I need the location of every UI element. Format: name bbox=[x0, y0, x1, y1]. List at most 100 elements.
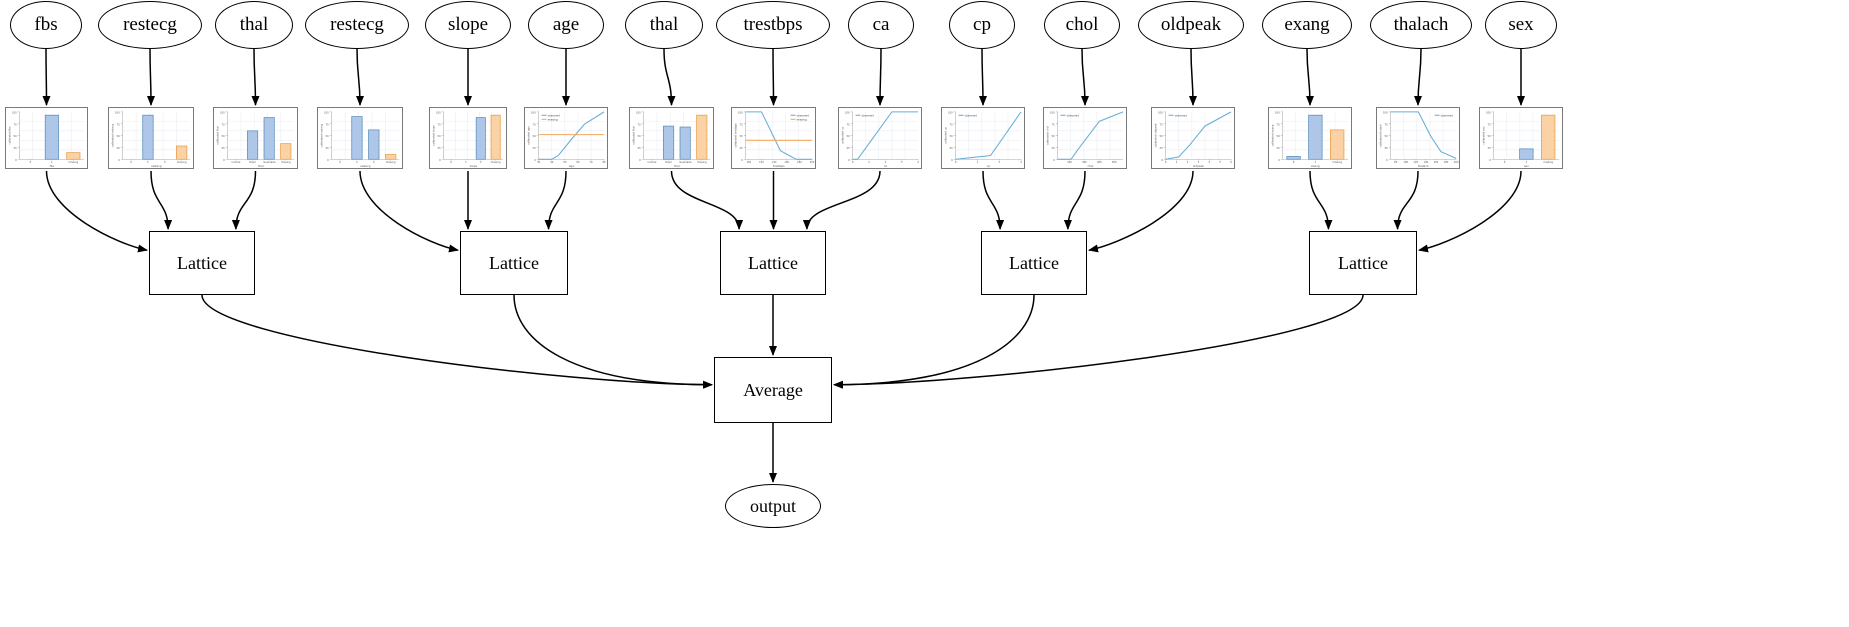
svg-text:25: 25 bbox=[222, 146, 226, 150]
feature-node-trestbps-7[interactable]: trestbps bbox=[716, 1, 830, 49]
legend-label-observed: observed bbox=[548, 113, 560, 117]
svg-text:missing: missing bbox=[491, 160, 501, 164]
svg-text:50: 50 bbox=[533, 134, 537, 138]
svg-text:50: 50 bbox=[14, 134, 18, 138]
svg-text:0: 0 bbox=[1165, 161, 1167, 164]
legend-label-observed: observed bbox=[797, 113, 809, 117]
svg-text:75: 75 bbox=[950, 122, 954, 126]
lattice-node-4[interactable]: Lattice bbox=[981, 231, 1087, 295]
svg-text:140: 140 bbox=[772, 161, 777, 164]
bar-missing bbox=[176, 145, 188, 160]
lattice-node-1[interactable]: Lattice bbox=[149, 231, 255, 295]
svg-text:0: 0 bbox=[327, 158, 329, 162]
svg-text:2: 2 bbox=[999, 161, 1001, 164]
svg-text:calibrated oldpeak: calibrated oldpeak bbox=[1153, 123, 1157, 148]
graph-edge bbox=[1305, 48, 1314, 106]
svg-text:calibrated cp: calibrated cp bbox=[943, 127, 947, 144]
bar-missing bbox=[385, 154, 397, 160]
feature-node-restecg-3[interactable]: restecg bbox=[305, 1, 409, 49]
graph-edge bbox=[544, 170, 567, 230]
svg-text:calibrated ca: calibrated ca bbox=[840, 127, 844, 144]
graph-edge bbox=[663, 48, 676, 106]
graph-edge bbox=[833, 294, 1035, 389]
feature-node-thalach-13[interactable]: thalach bbox=[1370, 1, 1472, 49]
svg-text:0: 0 bbox=[639, 158, 641, 162]
feature-node-chol-10[interactable]: chol bbox=[1044, 1, 1120, 49]
legend-label-missing: missing bbox=[548, 117, 558, 121]
svg-text:calibrated sex: calibrated sex bbox=[1481, 126, 1485, 145]
feature-node-exang-12[interactable]: exang bbox=[1262, 1, 1352, 49]
svg-text:100: 100 bbox=[1050, 110, 1055, 114]
bar-reversible bbox=[679, 126, 691, 160]
svg-text:100: 100 bbox=[738, 110, 743, 114]
svg-text:75: 75 bbox=[222, 122, 226, 126]
svg-text:50: 50 bbox=[438, 134, 442, 138]
svg-text:cp: cp bbox=[987, 164, 991, 168]
feature-node-restecg-1[interactable]: restecg bbox=[98, 1, 202, 49]
series-line-observed bbox=[955, 111, 1022, 160]
feature-node-label: thal bbox=[649, 14, 679, 35]
svg-text:1: 1 bbox=[1176, 161, 1178, 164]
svg-text:25: 25 bbox=[1052, 146, 1056, 150]
bar-1 bbox=[1308, 114, 1323, 160]
bar-missing bbox=[696, 114, 708, 160]
svg-text:40: 40 bbox=[550, 161, 554, 164]
feature-node-sex-14[interactable]: sex bbox=[1485, 1, 1557, 49]
feature-node-thal-6[interactable]: thal bbox=[625, 1, 703, 49]
lattice-node-3[interactable]: Lattice bbox=[720, 231, 826, 295]
svg-text:200: 200 bbox=[1067, 161, 1072, 164]
svg-text:missing: missing bbox=[68, 160, 78, 164]
feature-node-label: sex bbox=[1508, 14, 1534, 35]
feature-node-thal-2[interactable]: thal bbox=[215, 1, 293, 49]
feature-node-age-5[interactable]: age bbox=[528, 1, 604, 49]
feature-node-slope-4[interactable]: slope bbox=[425, 1, 511, 49]
graph-edge bbox=[1393, 170, 1419, 230]
graph-edge bbox=[769, 48, 778, 106]
feature-node-label: thal bbox=[239, 14, 269, 35]
svg-text:0: 0 bbox=[1161, 158, 1163, 162]
svg-text:exang: exang bbox=[1311, 164, 1320, 168]
svg-text:100: 100 bbox=[1403, 161, 1408, 164]
svg-text:160: 160 bbox=[784, 161, 789, 164]
feature-node-ca-8[interactable]: ca bbox=[848, 1, 914, 49]
svg-text:180: 180 bbox=[1444, 161, 1449, 164]
svg-text:0: 0 bbox=[1293, 160, 1295, 164]
svg-text:0: 0 bbox=[450, 160, 452, 164]
svg-text:oldpeak: oldpeak bbox=[1193, 164, 1205, 168]
svg-text:100: 100 bbox=[1486, 110, 1491, 114]
svg-text:75: 75 bbox=[1277, 122, 1281, 126]
graph-edge bbox=[1080, 48, 1089, 106]
feature-node-cp-9[interactable]: cp bbox=[949, 1, 1015, 49]
svg-text:100: 100 bbox=[436, 110, 441, 114]
svg-text:50: 50 bbox=[847, 134, 851, 138]
svg-text:200: 200 bbox=[810, 161, 815, 164]
svg-text:3: 3 bbox=[1020, 161, 1022, 164]
svg-text:60: 60 bbox=[576, 161, 580, 164]
series-line-observed bbox=[745, 111, 813, 160]
feature-node-oldpeak-11[interactable]: oldpeak bbox=[1138, 1, 1244, 49]
average-node[interactable]: Average bbox=[714, 357, 832, 423]
svg-text:calibrated thalach: calibrated thalach bbox=[1378, 123, 1382, 147]
svg-text:0: 0 bbox=[1053, 158, 1055, 162]
bar-2 bbox=[475, 117, 486, 160]
svg-text:2: 2 bbox=[1187, 161, 1189, 164]
svg-text:100: 100 bbox=[324, 110, 329, 114]
svg-text:0: 0 bbox=[534, 158, 536, 162]
lattice-node-label: Lattice bbox=[1338, 252, 1388, 273]
svg-text:50: 50 bbox=[222, 134, 226, 138]
lattice-node-5[interactable]: Lattice bbox=[1309, 231, 1417, 295]
feature-node-fbs-0[interactable]: fbs bbox=[10, 1, 82, 49]
svg-text:ca: ca bbox=[884, 164, 888, 168]
lattice-node-2[interactable]: Lattice bbox=[460, 231, 568, 295]
output-node[interactable]: output bbox=[725, 484, 821, 528]
svg-text:50: 50 bbox=[1277, 134, 1281, 138]
svg-text:75: 75 bbox=[638, 122, 642, 126]
